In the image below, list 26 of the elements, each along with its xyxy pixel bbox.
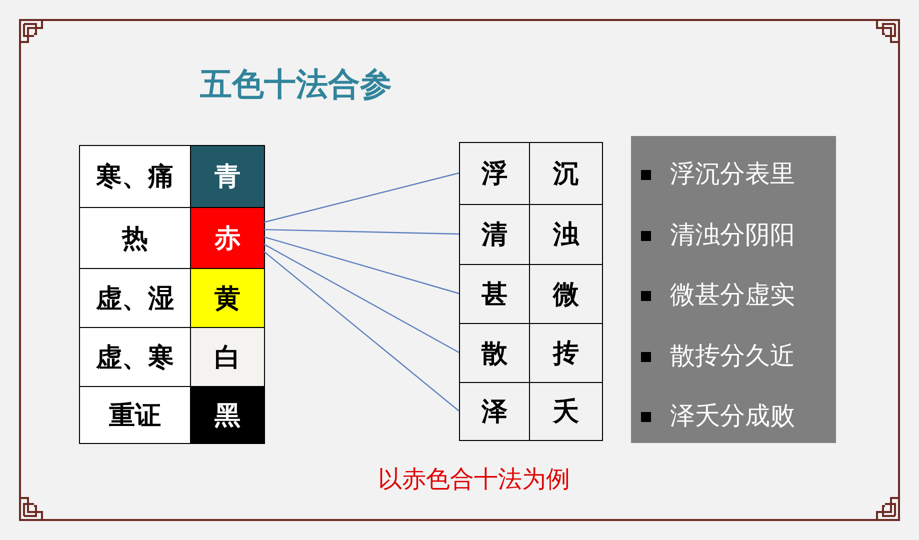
symptom-cell: 寒、痛 <box>79 145 191 208</box>
panel-background <box>631 136 836 443</box>
table-cell: 浮 <box>459 142 530 205</box>
connector-line <box>264 251 460 412</box>
bullet-text: 泽夭分成败 <box>670 400 795 432</box>
caption: 以赤色合十法为例 <box>378 464 570 494</box>
symptom-cell: 虚、湿 <box>79 268 191 328</box>
bullet-text: 散抟分久近 <box>670 340 795 372</box>
connector-line <box>264 244 460 354</box>
bullet-text: 清浊分阴阳 <box>670 218 795 250</box>
connector-line <box>264 172 460 223</box>
symptom-cell: 虚、寒 <box>79 327 191 387</box>
bullet-text: 微甚分虚实 <box>670 279 795 311</box>
color-cell: 青 <box>190 145 265 208</box>
table-cell: 泽 <box>459 382 530 441</box>
symptom-cell: 重证 <box>79 386 191 444</box>
table-cell: 夭 <box>529 382 603 441</box>
color-cell: 黑 <box>190 386 265 444</box>
title: 五色十法合参 <box>200 64 392 104</box>
bullet-text: 浮沉分表里 <box>670 158 795 190</box>
table-cell: 沉 <box>529 142 603 205</box>
color-cell: 黄 <box>190 268 265 328</box>
connector-line <box>264 228 460 235</box>
connector-line <box>264 236 460 294</box>
symptom-cell: 热 <box>79 207 191 269</box>
color-cell: 赤 <box>190 207 265 269</box>
